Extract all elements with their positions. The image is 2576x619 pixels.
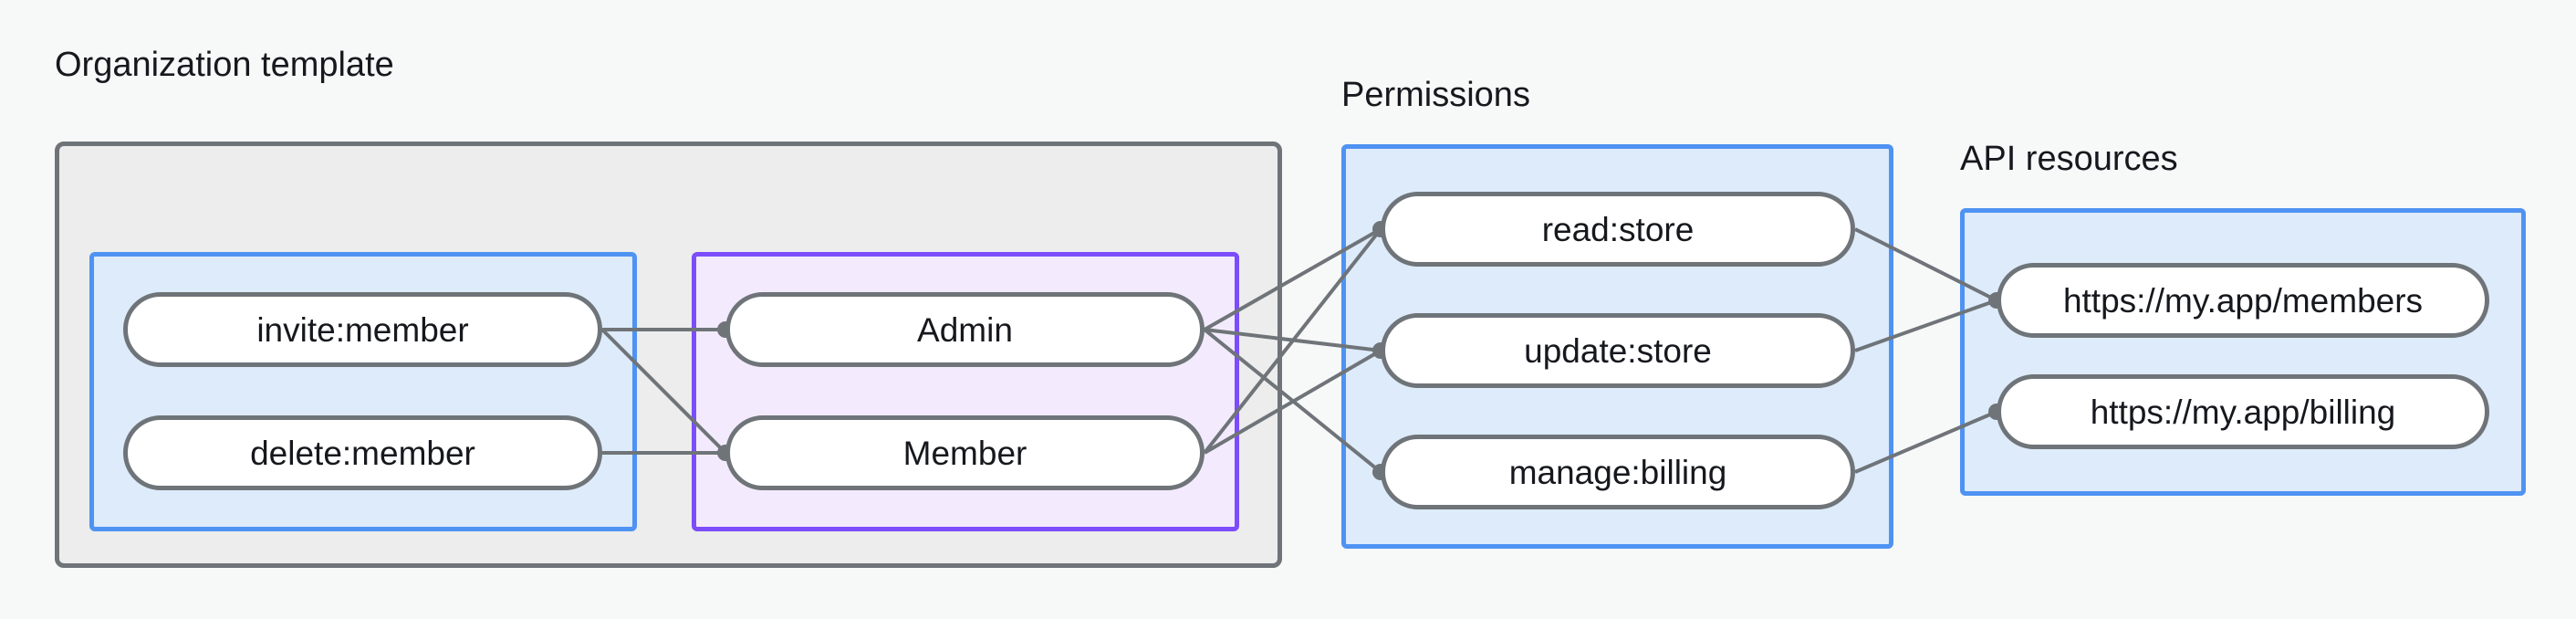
group-api-resources — [1960, 208, 2526, 496]
node-role-member[interactable]: Member — [725, 415, 1205, 490]
caption-organization-template: Organization template — [55, 46, 394, 84]
node-label: read:store — [1541, 210, 1695, 248]
node-label: manage:billing — [1508, 453, 1727, 491]
node-role-admin[interactable]: Admin — [725, 292, 1205, 367]
node-delete-member[interactable]: delete:member — [123, 415, 602, 490]
node-label: Member — [902, 434, 1027, 472]
node-label: delete:member — [250, 434, 475, 472]
node-label: invite:member — [256, 310, 469, 349]
caption-api-resources: API resources — [1960, 140, 2178, 178]
caption-permissions: Permissions — [1341, 76, 1530, 114]
node-res-billing[interactable]: https://my.app/billing — [1997, 374, 2489, 449]
node-label: https://my.app/billing — [2090, 393, 2396, 431]
node-label: update:store — [1524, 331, 1712, 370]
node-read-store[interactable]: read:store — [1381, 192, 1855, 267]
node-label: Admin — [917, 310, 1013, 349]
node-res-members[interactable]: https://my.app/members — [1997, 263, 2489, 338]
node-update-store[interactable]: update:store — [1381, 313, 1855, 388]
node-manage-billing[interactable]: manage:billing — [1381, 435, 1855, 509]
node-invite-member[interactable]: invite:member — [123, 292, 602, 367]
node-label: https://my.app/members — [2062, 281, 2424, 320]
